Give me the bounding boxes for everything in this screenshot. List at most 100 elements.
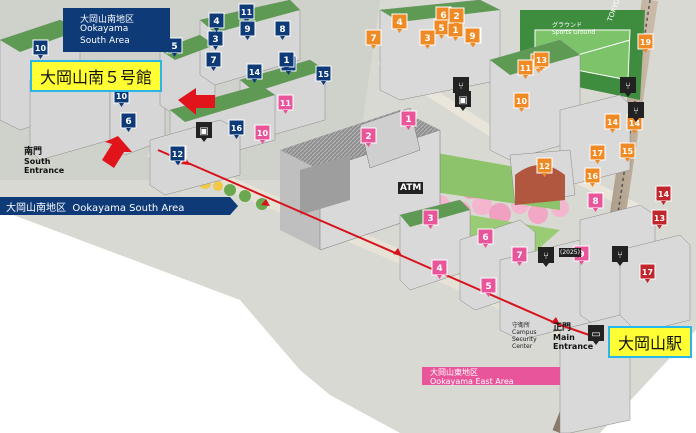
east-orange-marker: 15	[619, 142, 636, 162]
atm-label: ATM	[398, 182, 424, 194]
security-label: 守衛所 Campus Security Center	[512, 322, 537, 350]
svg-text:5: 5	[171, 42, 177, 52]
restaurant-icon: ⑂	[612, 246, 628, 266]
svg-text:9: 9	[578, 250, 584, 260]
year-tag-label: (2025)	[559, 248, 581, 257]
highlight-building-label: 大岡山南５号館	[30, 60, 163, 92]
south-navy-marker: 7	[205, 51, 222, 71]
security-en2: Security	[512, 336, 537, 343]
south-pink-marker: 10	[254, 124, 271, 144]
south-gate-jp: 南門	[24, 147, 43, 157]
south-navy-marker: 4	[208, 12, 225, 32]
east-area-jp: 大岡山東地区	[430, 368, 478, 377]
svg-text:9: 9	[244, 25, 250, 35]
svg-text:⑂: ⑂	[543, 251, 549, 262]
south-area-top-jp: 大岡山南地区	[80, 15, 135, 25]
east-orange-marker: 17	[589, 144, 606, 164]
security-jp: 守衛所	[512, 322, 531, 329]
svg-text:10: 10	[116, 92, 128, 101]
east-pink-marker: 6	[477, 228, 494, 248]
south-area-bottom-en: Ookayama South Area	[72, 203, 185, 214]
svg-text:9: 9	[469, 32, 475, 42]
svg-text:13: 13	[654, 214, 665, 223]
svg-text:▭: ▭	[591, 329, 600, 340]
east-pink-marker: 2	[360, 127, 377, 147]
svg-text:11: 11	[280, 99, 292, 108]
east-darkred-marker: 13	[651, 209, 668, 229]
south-navy-marker: 11	[238, 3, 255, 23]
ground-en: Sports Ground	[552, 29, 596, 36]
east-orange-marker: 1	[447, 21, 464, 41]
svg-text:4: 4	[436, 264, 442, 274]
svg-text:14: 14	[249, 68, 261, 77]
main-gate-jp: 正門	[553, 323, 572, 333]
south-area-bottom-banner-shape	[0, 197, 238, 215]
east-area-banner-shape	[422, 367, 560, 385]
south-navy-marker: 14	[246, 63, 263, 83]
security-en3: Center	[512, 343, 533, 350]
east-orange-marker: 7	[365, 29, 382, 49]
restaurant-icon: ⑂	[538, 247, 554, 267]
svg-text:15: 15	[318, 70, 330, 79]
svg-text:11: 11	[241, 8, 253, 17]
svg-text:1: 1	[405, 115, 411, 125]
east-area-en: Ookayama East Area	[430, 377, 514, 386]
svg-text:3: 3	[212, 35, 218, 45]
south-navy-marker: 15	[315, 65, 332, 85]
svg-text:17: 17	[592, 149, 603, 158]
east-orange-marker: 13	[533, 51, 550, 71]
svg-text:7: 7	[210, 56, 216, 66]
east-pink-marker: 1	[400, 110, 417, 130]
south-area-top-banner-shape	[63, 8, 170, 52]
svg-text:19: 19	[640, 38, 652, 47]
svg-text:5: 5	[438, 24, 444, 34]
svg-text:8: 8	[592, 197, 598, 207]
south-gate-label: 南門 South Entrance	[24, 147, 64, 176]
security-en: Campus	[512, 329, 537, 336]
east-orange-marker: 3	[419, 29, 436, 49]
svg-text:2: 2	[453, 12, 459, 22]
east-orange-marker: 14	[604, 113, 621, 133]
svg-text:17: 17	[642, 268, 653, 277]
svg-text:4: 4	[396, 18, 402, 28]
east-orange-marker: 10	[513, 92, 530, 112]
svg-text:▣: ▣	[199, 126, 208, 137]
restaurant-icon: ⑂	[453, 77, 469, 97]
east-orange-marker: 4	[391, 13, 408, 33]
svg-text:15: 15	[622, 147, 634, 156]
svg-text:6: 6	[440, 11, 446, 21]
svg-text:12: 12	[172, 150, 183, 159]
svg-text:⑂: ⑂	[633, 106, 639, 117]
shop-icon: ▣	[196, 122, 212, 142]
east-orange-marker: 12	[536, 157, 553, 177]
svg-text:14: 14	[629, 119, 641, 128]
svg-text:16: 16	[587, 172, 599, 181]
east-area-label: 大岡山東地区 Ookayama East Area	[430, 368, 514, 386]
svg-text:3: 3	[427, 214, 433, 224]
south-area-bottom-jp: 大岡山南地区	[6, 203, 66, 214]
south-gate-en: South	[24, 157, 51, 166]
south-pink-marker: 11	[277, 94, 294, 114]
svg-text:13: 13	[536, 56, 547, 65]
svg-text:5: 5	[485, 282, 491, 292]
east-darkred-marker: 14	[655, 185, 672, 205]
svg-text:7: 7	[370, 34, 376, 44]
main-gate-en2: Entrance	[553, 342, 594, 351]
east-pink-marker: 8	[587, 192, 604, 212]
east-orange-marker: 11	[517, 59, 534, 79]
svg-text:11: 11	[520, 64, 532, 73]
svg-text:⑂: ⑂	[625, 81, 631, 92]
svg-text:1: 1	[452, 26, 458, 36]
pointer-arrow-upper	[178, 88, 215, 115]
svg-text:10: 10	[257, 129, 269, 138]
restaurant-icon: ⑂	[628, 102, 644, 122]
east-orange-marker: 9	[464, 27, 481, 47]
svg-text:7: 7	[516, 251, 522, 261]
svg-text:14: 14	[658, 190, 670, 199]
svg-text:10: 10	[35, 44, 47, 53]
ground-jp: グラウンド	[552, 22, 583, 29]
dome-building	[515, 165, 565, 205]
east-darkred-marker: 17	[639, 263, 656, 283]
ground-label: グラウンド Sports Ground	[552, 22, 595, 36]
east-pink-marker: 3	[422, 209, 439, 229]
